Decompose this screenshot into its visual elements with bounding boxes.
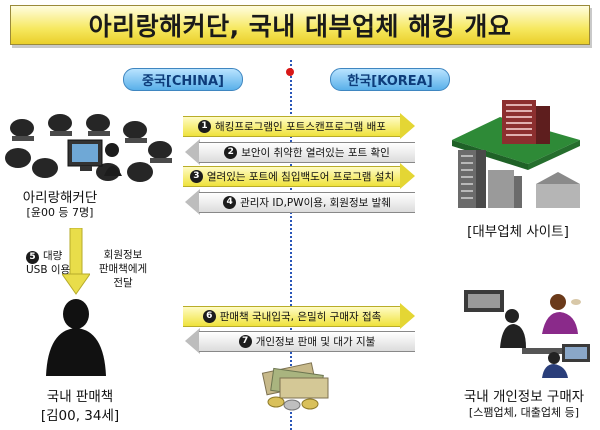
lender-site-label: [대부업체 사이트] (467, 224, 569, 240)
buyers-icon (464, 290, 590, 378)
step-3-text: 열려있는 포트에 침입백도어 프로그램 설치 (206, 171, 395, 183)
step-1-num: 1 (198, 120, 212, 133)
step-1-text: 해킹프로그램인 포트스캔프로그램 배포 (215, 121, 386, 133)
step-7-num: 7 (238, 335, 252, 348)
seller-name: 국내 판매책 (46, 389, 114, 405)
step-5-line1: 대량 (43, 250, 63, 262)
step-5-desc-line1: 회원정보 (103, 249, 143, 261)
step-5-desc-line3: 전달 (113, 277, 133, 289)
money-icon (261, 362, 329, 411)
center-divider (290, 60, 292, 430)
step-5-num: 5 (26, 251, 39, 264)
buyer-desc: [스팸업체, 대출업체 등] (468, 406, 580, 419)
step-5-desc: 회원정보 판매책에게 전달 (88, 248, 158, 290)
step-7-text: 개인정보 판매 및 대가 지불 (255, 336, 376, 348)
step-4-num: 4 (223, 196, 237, 209)
step-6-num: 6 (202, 310, 216, 323)
step-6-text: 판매책 국내입국, 은밀히 구매자 접촉 (219, 311, 382, 323)
step-5-arrow (62, 228, 90, 295)
hacker-computers-icon (5, 114, 172, 182)
page-title: 아리랑해커단, 국내 대부업체 해킹 개요 (10, 5, 590, 45)
divider-dot (286, 68, 294, 76)
lender-buildings-icon (452, 100, 580, 208)
hacker-group-members: [윤00 등 7명] (26, 206, 94, 219)
label-china: 중국[CHINA] (123, 68, 243, 91)
seller-silhouette-icon (46, 299, 106, 376)
label-korea: 한국[KOREA] (330, 68, 450, 91)
step-3-num: 3 (189, 170, 203, 183)
seller-person: [김00, 34세] (40, 408, 120, 424)
step-5-desc-line2: 판매책에게 (98, 263, 148, 275)
step-5-label: 5 대량 (26, 248, 76, 264)
step-4-text: 관리자 ID,PW이용, 회원정보 발췌 (240, 197, 391, 209)
buyer-name: 국내 개인정보 구매자 (463, 389, 585, 405)
step-2-num: 2 (224, 146, 238, 159)
step-2-text: 보안이 취약한 열려있는 포트 확인 (241, 147, 390, 159)
hacker-group-name: 아리랑해커단 (22, 190, 98, 206)
step-5-line2: USB 이용 (26, 264, 71, 276)
